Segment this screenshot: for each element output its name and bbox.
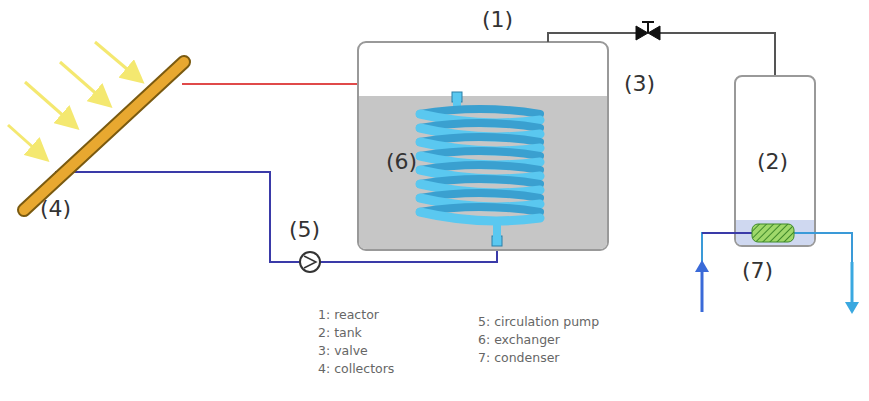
callout-number: (6) xyxy=(386,150,417,174)
valve-symbol xyxy=(636,22,660,40)
key-entry: 4: collectors xyxy=(318,362,394,376)
callout-number: (1) xyxy=(482,8,513,32)
key-entry: 5: circulation pump xyxy=(478,315,599,329)
key-entry: 3: valve xyxy=(318,344,368,358)
vapour-pipe xyxy=(548,33,775,76)
callout-number: (7) xyxy=(742,259,773,283)
reactor-vessel xyxy=(358,42,608,250)
callout-number: (2) xyxy=(757,150,788,174)
cooling-pipe xyxy=(702,233,852,300)
key-entry: 1: reactor xyxy=(318,308,379,322)
sun-rays xyxy=(8,42,140,158)
callout-number: (4) xyxy=(40,197,71,221)
callout-number: (3) xyxy=(624,72,655,96)
solar-collector xyxy=(24,62,184,210)
exchanger-coil xyxy=(420,92,540,246)
key-entry: 6: exchanger xyxy=(478,333,560,347)
storage-tank xyxy=(735,76,815,246)
flow-arrows xyxy=(695,260,859,314)
callout-number: (5) xyxy=(289,218,320,242)
key-entry: 7: condenser xyxy=(478,351,559,365)
condenser-coil xyxy=(752,224,794,242)
key-entry: 2: tank xyxy=(318,326,362,340)
circulation-pump xyxy=(300,252,320,272)
